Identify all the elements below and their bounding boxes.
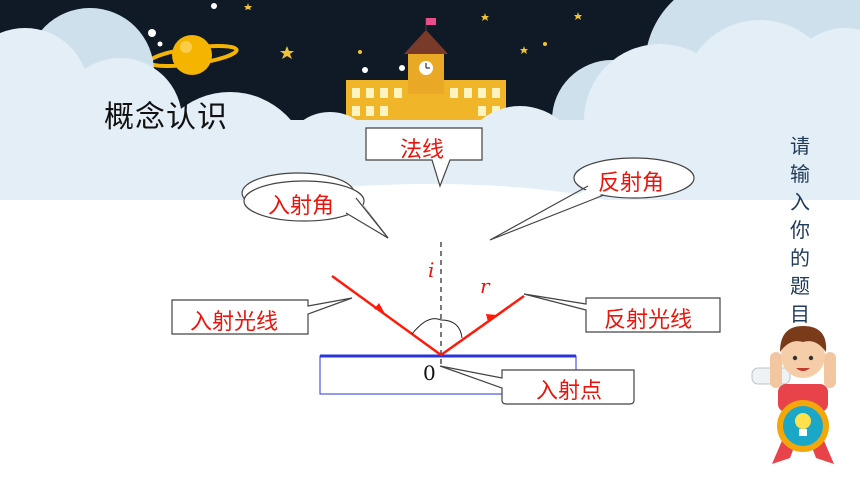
lightbulb-medal-icon [777,400,829,452]
incident-arrow [374,303,384,312]
incidence-angle-label: 入射角 [268,194,335,219]
callouts [171,127,721,405]
side-prompt-char: 你 [790,218,810,242]
reflection-angle-arc [440,319,463,339]
side-prompt-char: 目 [790,302,810,326]
incidence-angle-arc [411,318,442,335]
side-prompt-char: 题 [790,274,810,298]
incidence-point-callout [439,365,635,405]
reflected-ray-label: 反射光线 [604,308,693,333]
sky-dots [148,3,405,73]
incident-ray-callout [171,297,353,335]
side-prompt: 请 输 入 你 的 题 目 [786,132,814,328]
incident-ray [331,274,442,357]
reflected-arrow [486,314,497,322]
angle-r-label: r [480,274,490,298]
side-prompt-char: 请 [790,134,810,158]
normal-label: 法线 [400,138,445,163]
boy-mascot-icon [751,326,836,464]
incidence-point-label: 入射点 [536,379,603,404]
side-prompt-char: 的 [790,246,810,270]
side-prompt-char: 入 [790,190,810,214]
angle-i-label: i [428,258,435,282]
reflected-ray [440,294,525,357]
incident-ray-label: 入射光线 [190,310,279,335]
reflected-ray-callout [523,293,721,333]
reflection-angle-label: 反射角 [598,171,665,196]
normal-callout [365,127,483,188]
incidence-point-origin: 0 [423,361,436,385]
slide-title: 概念认识 [104,100,228,135]
star-icon [244,3,582,59]
side-prompt-char: 输 [790,162,810,186]
